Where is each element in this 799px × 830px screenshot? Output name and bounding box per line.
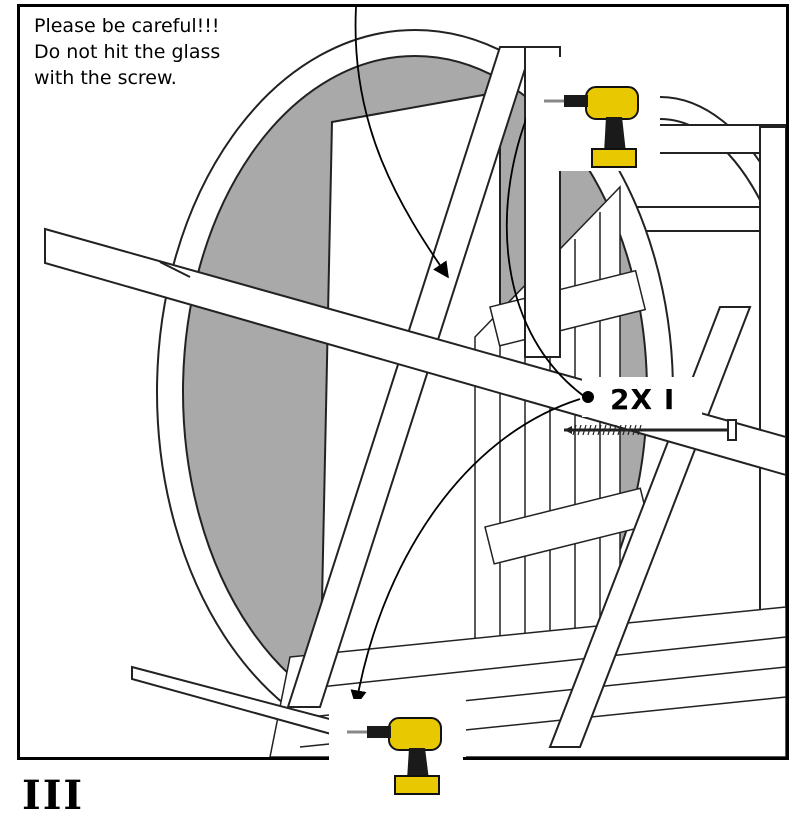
drill-icon <box>329 700 463 800</box>
label-backdrop <box>582 377 702 417</box>
screw-quantity-label: 2X I <box>610 383 676 416</box>
step-number: III <box>22 772 85 819</box>
instruction-panel: Please be careful!!! Do not hit the glas… <box>17 4 789 760</box>
screw-icon <box>564 419 737 441</box>
sauna-assembly-drawing <box>44 7 786 757</box>
warning-line: Please be careful!!! <box>34 15 220 37</box>
warning-line: Do not hit the glass <box>34 41 221 63</box>
drill-icon <box>526 57 660 171</box>
warning-line: with the screw. <box>34 67 177 89</box>
callout-arrows <box>350 7 586 707</box>
callout-dot <box>582 391 594 403</box>
warning-note: Please be careful!!! Do not hit the glas… <box>34 13 294 91</box>
